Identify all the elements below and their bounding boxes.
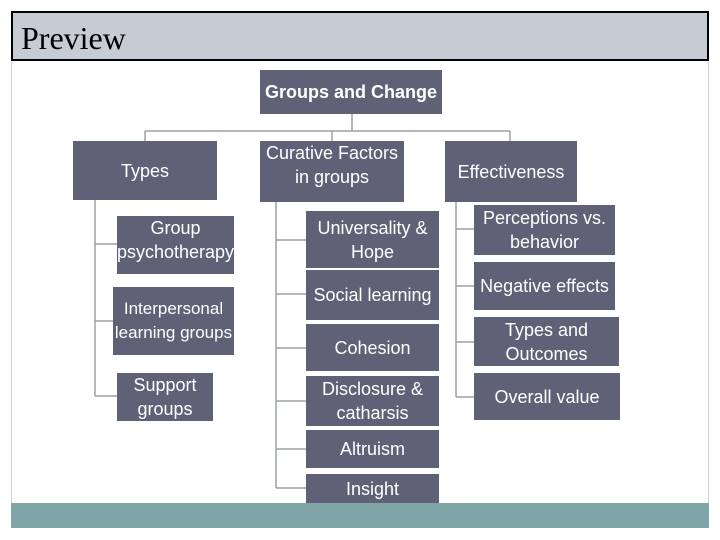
node-cohesion: Cohesion bbox=[306, 324, 439, 371]
branch-types: Types bbox=[73, 141, 217, 200]
slide-title: Preview bbox=[21, 20, 126, 56]
node-interpersonal-learning: Interpersonal learning groups bbox=[113, 287, 234, 355]
node-perceptions-behavior: Perceptions vs. behavior bbox=[474, 205, 615, 255]
slide-frame bbox=[11, 11, 709, 528]
title-bar: Preview bbox=[11, 11, 709, 61]
node-altruism: Altruism bbox=[306, 430, 439, 468]
node-negative-effects: Negative effects bbox=[474, 262, 615, 310]
node-universality-hope: Universality & Hope bbox=[306, 211, 439, 268]
node-insight: Insight bbox=[306, 474, 439, 503]
footer-bar bbox=[11, 503, 709, 528]
branch-curative-factors: Curative Factors in groups bbox=[260, 141, 404, 202]
node-group-psychotherapy: Group psychotherapy bbox=[117, 216, 234, 274]
node-social-learning: Social learning bbox=[306, 270, 439, 320]
node-overall-value: Overall value bbox=[474, 373, 620, 420]
node-types-outcomes: Types and Outcomes bbox=[474, 317, 619, 366]
node-disclosure-catharsis: Disclosure & catharsis bbox=[306, 376, 439, 426]
root-node: Groups and Change bbox=[260, 70, 442, 114]
branch-effectiveness: Effectiveness bbox=[445, 141, 577, 202]
node-support-groups: Support groups bbox=[117, 373, 213, 421]
